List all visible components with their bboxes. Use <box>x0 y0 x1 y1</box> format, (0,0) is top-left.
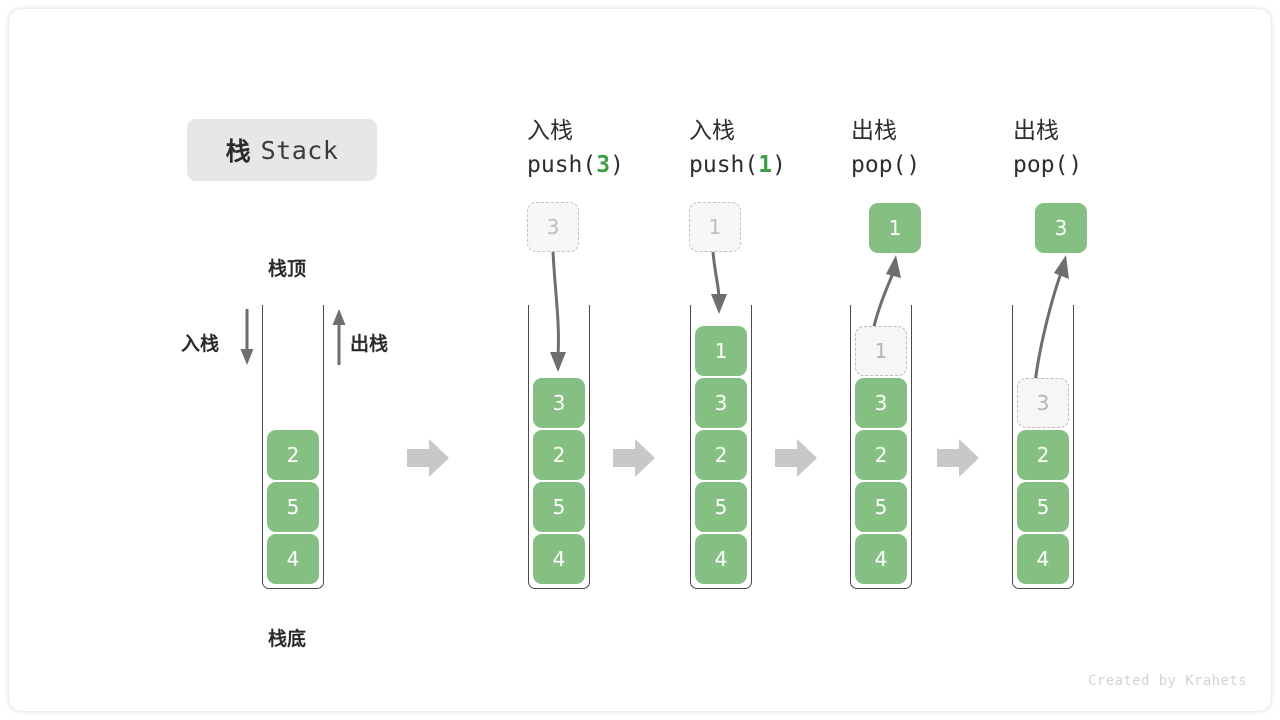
label-stack-bottom: 栈底 <box>268 628 307 650</box>
stack-cell: 1 <box>695 326 747 376</box>
code-post-2: ) <box>772 152 786 178</box>
column-header-cn-4: 出栈 <box>1013 118 1059 144</box>
flow-arrow-icon-1 <box>407 439 449 477</box>
code-pre-4: pop( <box>1013 152 1069 178</box>
float-element-push-1: 1 <box>689 202 741 252</box>
stack-cell-value: 1 <box>714 339 728 363</box>
stack-cell-value: 3 <box>552 391 566 415</box>
stack-cell: 5 <box>1017 482 1069 532</box>
code-post-1: ) <box>610 152 624 178</box>
float-element-pop-3: 3 <box>1035 203 1087 253</box>
stack-cell: 3 <box>533 378 585 428</box>
code-post-3: ) <box>906 152 921 178</box>
stack-cell-value: 5 <box>714 495 728 519</box>
code-arg-2: 1 <box>758 152 773 178</box>
push-direction-arrow-icon <box>240 309 254 365</box>
label-push-side: 入栈 <box>181 333 220 355</box>
stack-cell-value: 1 <box>874 339 888 363</box>
flow-arrow-icon-3 <box>775 439 817 477</box>
watermark-credit: Created by Krahets <box>1088 673 1247 689</box>
stack-cell: 2 <box>267 430 319 480</box>
stack-cell: 5 <box>855 482 907 532</box>
pop-direction-arrow-icon <box>332 309 346 365</box>
stack-cell: 2 <box>855 430 907 480</box>
float-element-value-3: 1 <box>888 216 902 240</box>
float-element-value-4: 3 <box>1054 216 1068 240</box>
stack-cell: 5 <box>533 482 585 532</box>
stack-cell: 4 <box>267 534 319 584</box>
float-element-value-1: 3 <box>546 215 560 239</box>
stack-cell: 5 <box>695 482 747 532</box>
stack-cell-value: 2 <box>552 443 566 467</box>
float-element-pop-1: 1 <box>869 203 921 253</box>
stack-cell-value: 5 <box>552 495 566 519</box>
title-cn: 栈 <box>225 137 251 166</box>
title-en: Stack <box>260 135 339 165</box>
stack-cell: 3 <box>855 378 907 428</box>
stack-cell: 4 <box>1017 534 1069 584</box>
stack-cell-value: 3 <box>1036 391 1050 415</box>
stack-cell-value: 5 <box>874 495 888 519</box>
stack-cell-value: 5 <box>1036 495 1050 519</box>
stack-cell: 4 <box>855 534 907 584</box>
float-element-value-2: 1 <box>708 215 722 239</box>
push-curve-arrow-icon-1 <box>550 251 566 372</box>
column-header-cn-3: 出栈 <box>851 118 897 144</box>
column-header-pop-1: 出栈 pop() <box>851 114 1031 182</box>
stack-cell-value: 2 <box>714 443 728 467</box>
pop-curve-arrow-icon-1 <box>871 255 901 332</box>
push-curve-arrow-icon-2 <box>711 251 727 314</box>
stack-container-push-3: 3 2 5 4 <box>528 305 590 589</box>
stack-cell: 2 <box>533 430 585 480</box>
stack-cell: 1 <box>855 326 907 376</box>
stack-container-initial: 2 5 4 <box>262 305 324 589</box>
stack-cell: 5 <box>267 482 319 532</box>
column-header-code-2: push(1) <box>689 148 869 182</box>
stack-container-pop-1: 1 3 2 5 4 <box>850 305 912 589</box>
code-arg-1: 3 <box>596 152 611 178</box>
column-header-cn-1: 入栈 <box>527 118 573 144</box>
stack-cell-value: 4 <box>286 547 300 571</box>
column-header-pop-3: 出栈 pop() <box>1013 114 1193 182</box>
stack-cell-value: 4 <box>552 547 566 571</box>
label-pop-side: 出栈 <box>350 333 389 355</box>
column-header-code-3: pop() <box>851 148 1031 182</box>
stack-cell-value: 2 <box>874 443 888 467</box>
code-post-4: ) <box>1068 152 1083 178</box>
stack-cell: 4 <box>695 534 747 584</box>
stack-cell-value: 5 <box>286 495 300 519</box>
stack-cell-value: 3 <box>714 391 728 415</box>
flow-arrow-icon-4 <box>937 439 979 477</box>
stack-cell: 3 <box>695 378 747 428</box>
stack-cell-value: 4 <box>714 547 728 571</box>
stack-cell-value: 4 <box>1036 547 1050 571</box>
code-pre-1: push( <box>527 152 597 178</box>
column-header-push-1: 入栈 push(1) <box>689 114 869 182</box>
stack-cell-value: 3 <box>874 391 888 415</box>
stack-cell-value: 4 <box>874 547 888 571</box>
code-pre-3: pop( <box>851 152 907 178</box>
stack-cell: 2 <box>1017 430 1069 480</box>
column-header-code-1: push(3) <box>527 148 707 182</box>
stack-container-pop-3: 3 2 5 4 <box>1012 305 1074 589</box>
stack-cell-value: 2 <box>1036 443 1050 467</box>
label-stack-top: 栈顶 <box>268 258 307 280</box>
flow-arrow-icon-2 <box>613 439 655 477</box>
diagram-title: 栈 Stack <box>187 119 377 181</box>
float-element-push-3: 3 <box>527 202 579 252</box>
stack-cell: 3 <box>1017 378 1069 428</box>
stack-container-push-1: 1 3 2 5 4 <box>690 305 752 589</box>
column-header-code-4: pop() <box>1013 148 1193 182</box>
stack-cell: 2 <box>695 430 747 480</box>
column-header-push-3: 入栈 push(3) <box>527 114 707 182</box>
pop-curve-arrow-icon-2 <box>1033 255 1069 384</box>
column-header-cn-2: 入栈 <box>689 118 735 144</box>
code-pre-2: push( <box>689 152 759 178</box>
stack-cell: 4 <box>533 534 585 584</box>
stack-cell-value: 2 <box>286 443 300 467</box>
